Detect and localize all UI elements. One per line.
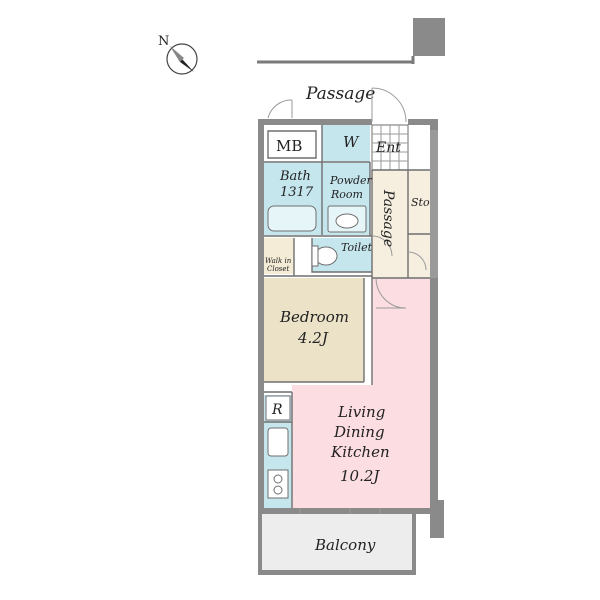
compass-label: N	[158, 34, 169, 49]
bedroom-size-label: 4.2J	[297, 329, 329, 347]
sink-icon	[267, 427, 289, 457]
bath-name-label: Bath	[279, 169, 311, 184]
walkin-closet-area	[264, 238, 294, 274]
passage-area	[372, 170, 408, 278]
fixtures	[265, 205, 381, 514]
balcony-rail-bottom	[258, 570, 416, 575]
powder-room-label-1: Powder	[329, 174, 373, 187]
balcony-window	[299, 508, 381, 514]
w-area	[322, 125, 370, 161]
w-label: W	[343, 133, 360, 151]
entrance-door-swing	[371, 87, 407, 123]
corridor-column	[413, 18, 445, 56]
fridge-box	[265, 395, 291, 421]
stove-burner-2	[273, 485, 283, 495]
bedroom-area	[264, 278, 364, 382]
sto-label: Sto	[411, 196, 430, 209]
column-right-lower	[430, 500, 444, 538]
balcony-rail-left	[258, 514, 262, 574]
bedroom-name-label: Bedroom	[279, 308, 349, 326]
partition-kitchen	[264, 391, 293, 508]
entrance-tiles	[371, 124, 409, 171]
toilet-tank	[311, 245, 319, 267]
compass: N	[158, 34, 198, 75]
passage-door-swing	[375, 277, 407, 309]
balcony-rail-right	[412, 514, 416, 574]
wall-left	[258, 122, 264, 514]
labels: MB W Ent Bath 1317 Powder Room Passage S…	[265, 133, 430, 554]
mb-label: MB	[276, 137, 302, 155]
passage-vertical-label: Passage	[380, 189, 396, 247]
stove-burner-1	[273, 474, 283, 484]
wall-top-left	[258, 119, 372, 125]
stove-icon	[267, 469, 289, 499]
partition-walkin	[264, 238, 372, 277]
walls	[258, 119, 444, 575]
entrance-grid	[372, 125, 408, 170]
partition-mb-box	[267, 130, 317, 159]
column-right-upper	[430, 130, 438, 278]
mb-door-swing	[267, 99, 293, 119]
wall-right-top	[408, 119, 438, 125]
doors	[267, 87, 427, 309]
compass-needle-tail-icon	[170, 46, 184, 62]
sto-door-swing	[407, 251, 427, 271]
wall-bottom	[258, 508, 438, 514]
walkin-label-2: Closet	[267, 265, 290, 273]
ldk-size-label: 10.2J	[340, 467, 380, 485]
balcony-label: Balcony	[314, 536, 376, 554]
r-label: R	[271, 402, 283, 418]
ent-label: Ent	[375, 140, 401, 156]
toilet-label: Toilet	[341, 241, 373, 254]
sto-area	[408, 170, 430, 234]
ldk-label-2: Dining	[333, 423, 385, 441]
bathtub-icon	[267, 205, 317, 232]
ldk-area	[292, 278, 430, 508]
walkin-label-1: Walk in	[265, 257, 292, 265]
partition-mb-bath	[264, 125, 372, 237]
bath-size-label: 1317	[280, 185, 314, 200]
partition-bedroom	[264, 278, 373, 385]
bathroom-door-swing	[371, 235, 393, 257]
powder-room-label-2: Room	[330, 188, 363, 201]
partitions	[264, 125, 430, 508]
ldk-label-1: Living	[337, 403, 385, 421]
ldk-label-3: Kitchen	[330, 443, 390, 461]
partition-passage	[371, 169, 430, 278]
wall-right	[430, 125, 438, 514]
passage-top-label: Passage	[305, 84, 375, 104]
balcony-area	[262, 514, 412, 570]
washbasin-bowl	[335, 213, 359, 229]
